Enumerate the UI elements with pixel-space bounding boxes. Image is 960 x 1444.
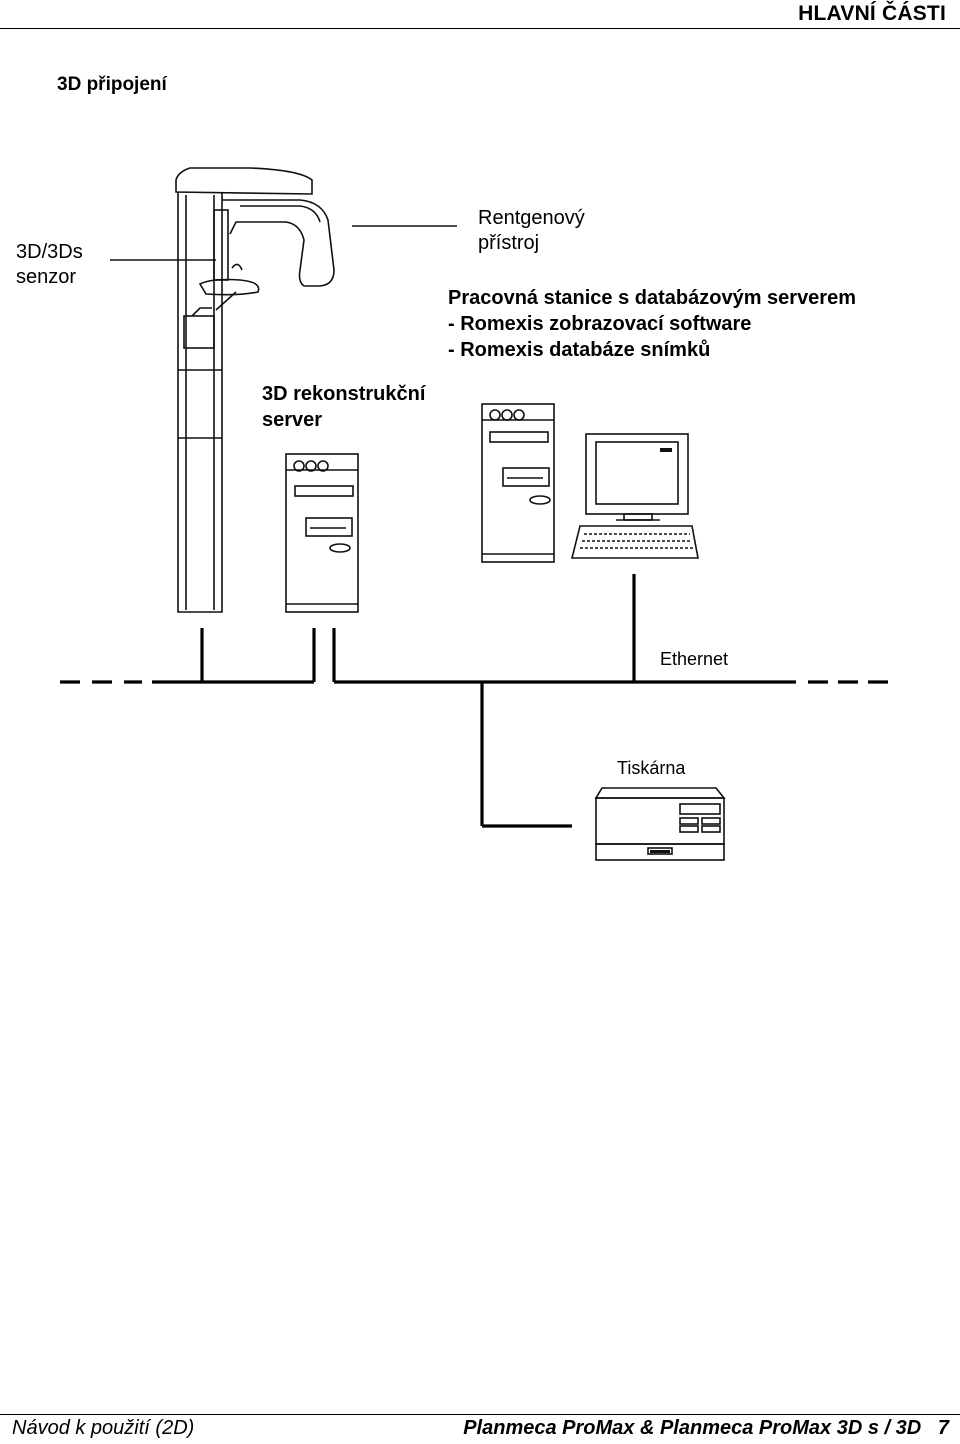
sensor-label-line2: senzor bbox=[16, 266, 77, 288]
xray-machine-illustration bbox=[175, 167, 335, 613]
keyboard-illustration bbox=[570, 525, 699, 559]
printer-illustration bbox=[594, 787, 726, 861]
xray-label-line2: přístroj bbox=[478, 232, 540, 254]
printer-label: Tiskárna bbox=[617, 758, 686, 778]
recon-server-label-line2: server bbox=[262, 409, 323, 431]
header-rule bbox=[0, 28, 960, 29]
sensor-label-line1: 3D/3Ds bbox=[16, 241, 83, 263]
workstation-label-line2: - Romexis zobrazovací software bbox=[448, 313, 752, 335]
footer-rule bbox=[0, 1414, 960, 1415]
workstation-tower-illustration bbox=[481, 403, 555, 563]
recon-server-label-line1: 3D rekonstrukční bbox=[262, 383, 426, 405]
section-title: 3D připojení bbox=[57, 74, 167, 95]
workstation-label-line1: Pracovná stanice s databázovým serverem bbox=[448, 287, 856, 309]
footer-product-page: Planmeca ProMax & Planmeca ProMax 3D s /… bbox=[463, 1417, 949, 1439]
footer-manual-title: Návod k použití (2D) bbox=[12, 1417, 195, 1439]
reconstruction-server-illustration bbox=[285, 453, 359, 613]
ethernet-label: Ethernet bbox=[660, 649, 729, 669]
workstation-label-line3: - Romexis databáze snímků bbox=[448, 339, 711, 361]
page-header-title: HLAVNÍ ČÁSTI bbox=[798, 2, 946, 25]
monitor-illustration bbox=[585, 433, 689, 521]
xray-label-line1: Rentgenový bbox=[478, 207, 585, 229]
ethernet-network bbox=[60, 574, 888, 828]
